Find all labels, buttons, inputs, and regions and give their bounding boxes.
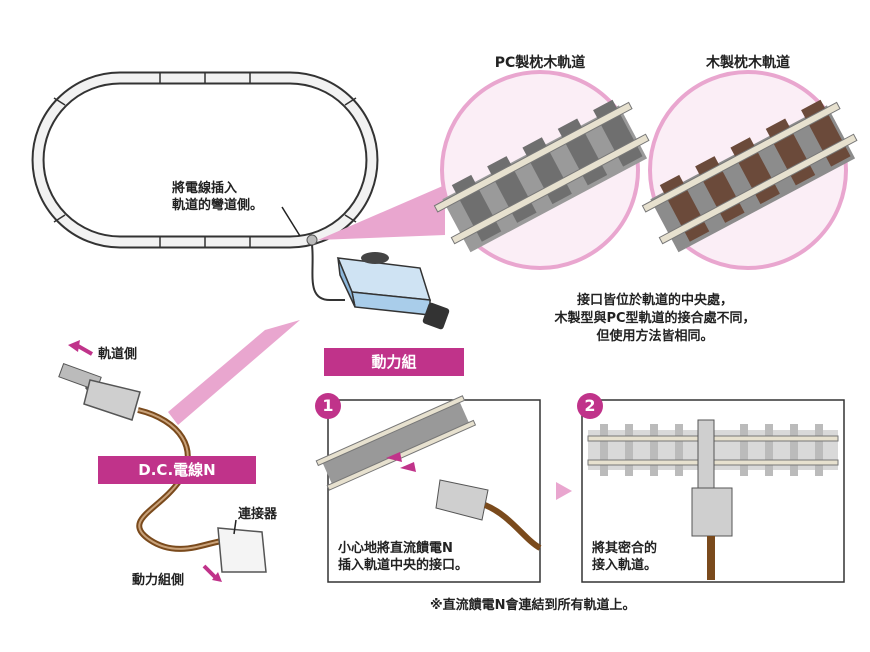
wood-sleeper-circle: [641, 70, 858, 270]
magnifier-wedge-bottom: [168, 320, 300, 425]
note-pointer: [281, 206, 301, 237]
step2-text-line1: 將其密合的: [592, 541, 658, 556]
oval-track: [31, 71, 379, 249]
track-joint: [306, 234, 318, 246]
wood-sleeper-title: 木製枕木軌道: [706, 55, 790, 71]
step2-badge: 2: [577, 393, 603, 419]
connector-label: 連接器: [238, 507, 278, 522]
step1-badge: 1: [315, 393, 341, 419]
magnifier-wedge-top: [318, 185, 445, 240]
step1-text-line2: 插入軌道中央的接口。: [338, 558, 469, 573]
track-side-label: 軌道側: [98, 347, 138, 362]
oval-note-line1: 將電線插入: [172, 181, 238, 196]
pc-sleeper-title: PC製枕木軌道: [494, 55, 586, 71]
power-side-label: 動力組側: [132, 573, 185, 588]
pc-sleeper-circle: [433, 70, 650, 270]
step1-text-line1: 小心地將直流饋電N: [338, 541, 453, 556]
step1-box: [315, 395, 542, 583]
joint-note-line1: 接口皆位於軌道的中央處，: [576, 293, 733, 308]
cable-banner: D.C.電線N: [98, 456, 256, 484]
step-arrow: [556, 482, 572, 500]
feeder-cable: [58, 362, 267, 573]
footnote: ※直流饋電N會連結到所有軌道上。: [430, 598, 636, 613]
oval-note-line2: 軌道的彎道側。: [172, 198, 264, 213]
step2-box: [581, 399, 845, 583]
joint-note-line3: 但使用方法皆相同。: [596, 329, 714, 344]
track-side-arrow: [68, 340, 80, 352]
joint-note-line2: 木製型與PC型軌道的接合處不同，: [554, 311, 756, 326]
step2-text-line2: 接入軌道。: [592, 558, 658, 573]
power-unit: [311, 244, 450, 330]
power-unit-banner: 動力組: [324, 348, 464, 376]
